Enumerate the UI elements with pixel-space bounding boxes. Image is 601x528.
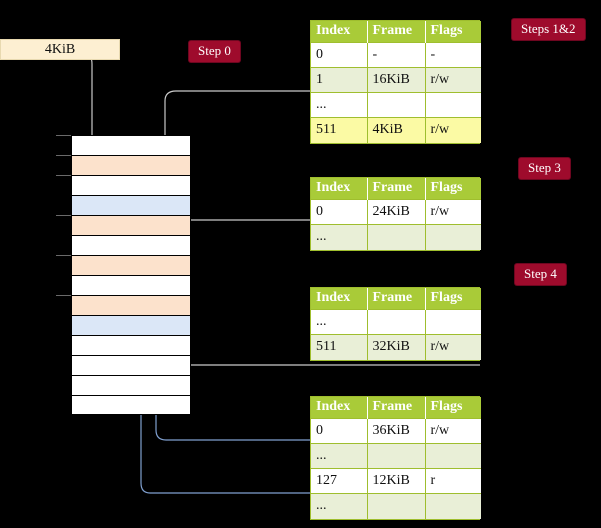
frame-tick-mark: [56, 215, 71, 216]
step-label-0: Step 0: [189, 41, 240, 62]
cell-flags: [425, 443, 481, 469]
memory-frame: [71, 135, 191, 155]
cell-frame: 16KiB: [367, 67, 426, 93]
table-row: ...: [311, 309, 481, 335]
memory-frame: [71, 295, 191, 315]
column-header-index: Index: [311, 21, 368, 43]
cell-flags: r/w: [425, 334, 481, 360]
cell-index: ...: [311, 309, 368, 335]
cell-frame: 24KiB: [367, 199, 426, 225]
cell-frame: [367, 443, 426, 469]
column-header-flags: Flags: [425, 397, 481, 419]
memory-frame: [71, 235, 191, 255]
cell-flags: r: [425, 468, 481, 494]
cell-frame: [367, 493, 426, 519]
column-header-flags: Flags: [425, 288, 481, 310]
column-header-flags: Flags: [425, 178, 481, 200]
frame-tick-mark: [56, 255, 71, 256]
table-row: ...: [311, 493, 481, 519]
cell-frame: 12KiB: [367, 468, 426, 494]
cell-frame: [367, 224, 426, 250]
memory-frame: [71, 275, 191, 295]
cell-index: 0: [311, 418, 368, 444]
column-header-index: Index: [311, 178, 368, 200]
cell-frame: -: [367, 42, 426, 68]
cell-flags: [425, 309, 481, 335]
cell-flags: [425, 92, 481, 118]
cell-index: ...: [311, 493, 368, 519]
cell-index: 0: [311, 42, 368, 68]
cell-frame: 36KiB: [367, 418, 426, 444]
step-label-4: Step 4: [515, 264, 566, 285]
cell-flags: [425, 493, 481, 519]
cell-frame: 32KiB: [367, 334, 426, 360]
cell-index: ...: [311, 92, 368, 118]
table-row: ...: [311, 443, 481, 469]
cell-flags: [425, 224, 481, 250]
frame-tick-mark: [56, 155, 71, 156]
cell-index: 511: [311, 334, 368, 360]
column-header-index: Index: [311, 397, 368, 419]
cell-flags: r/w: [425, 67, 481, 93]
frame-tick-mark: [56, 295, 71, 296]
cell-flags: r/w: [425, 117, 481, 143]
table-row: 0--: [311, 42, 481, 68]
memory-frame: [71, 215, 191, 235]
memory-frame: [71, 175, 191, 195]
cell-flags: r/w: [425, 199, 481, 225]
cell-frame: [367, 309, 426, 335]
cell-flags: -: [425, 42, 481, 68]
column-header-flags: Flags: [425, 21, 481, 43]
cell-index: 0: [311, 199, 368, 225]
memory-frame: [71, 155, 191, 175]
memory-frame: [71, 375, 191, 395]
cell-index: 1: [311, 67, 368, 93]
memory-frame: [71, 355, 191, 375]
cell-frame: 4KiB: [367, 117, 426, 143]
memory-frame: [71, 255, 191, 275]
cell-index: ...: [311, 443, 368, 469]
cell-flags: r/w: [425, 418, 481, 444]
column-header-frame: Frame: [367, 178, 426, 200]
table-row: ...: [311, 224, 481, 250]
source-frame-label: 4KiB: [0, 39, 120, 60]
step-label-3: Step 3: [519, 158, 570, 179]
memory-frame: [71, 395, 191, 415]
column-header-frame: Frame: [367, 21, 426, 43]
memory-frame: [71, 315, 191, 335]
frame-tick-mark: [56, 135, 71, 136]
memory-frame: [71, 195, 191, 215]
cell-index: ...: [311, 224, 368, 250]
cell-index: 127: [311, 468, 368, 494]
memory-frame: [71, 335, 191, 355]
physical-memory-stack: [56, 135, 191, 415]
cell-index: 511: [311, 117, 368, 143]
column-header-index: Index: [311, 288, 368, 310]
frame-tick-mark: [56, 175, 71, 176]
step-label-1and2: Steps 1&2: [512, 19, 585, 40]
cell-frame: [367, 92, 426, 118]
column-header-frame: Frame: [367, 288, 426, 310]
column-header-frame: Frame: [367, 397, 426, 419]
table-row: ...: [311, 92, 481, 118]
